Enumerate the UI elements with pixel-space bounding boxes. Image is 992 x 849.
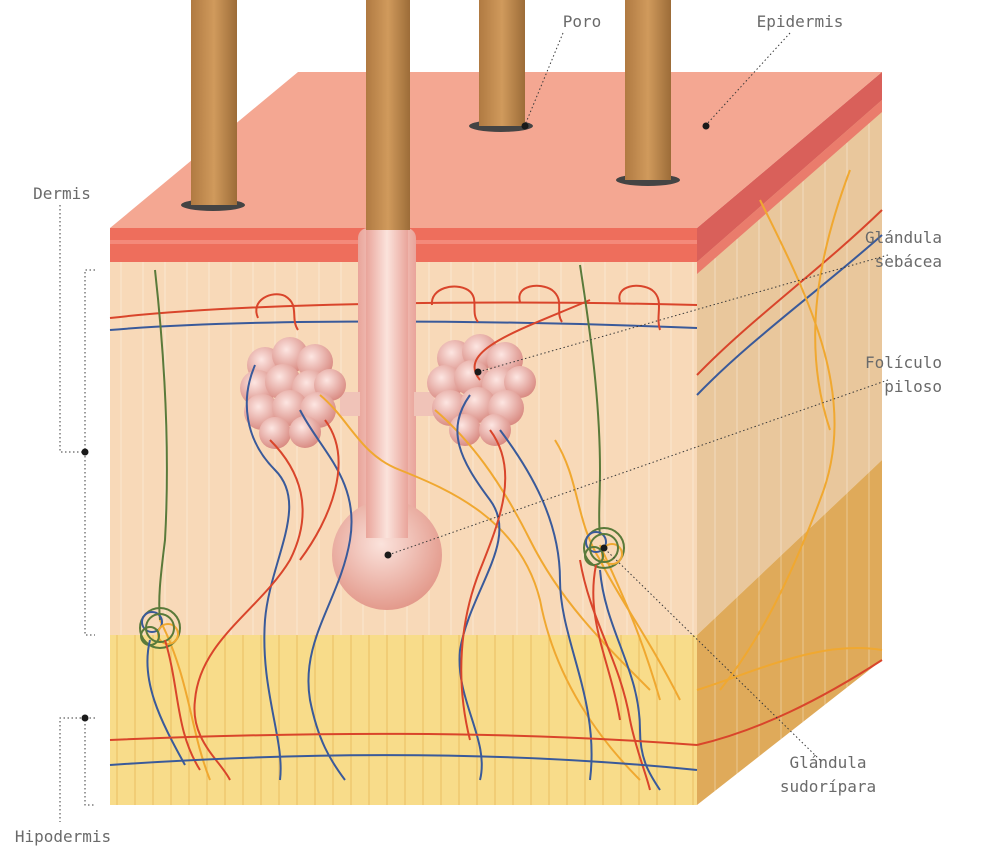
label-epidermis: Epidermis — [757, 12, 844, 31]
label-glandula-sebacea-line2: sebácea — [875, 252, 942, 271]
sweat-gland-left — [140, 608, 180, 648]
label-dermis: Dermis — [33, 184, 91, 203]
label-glandula-sudoripara-line1: Glándula — [789, 753, 866, 772]
label-glandula-sebacea-line1: Glándula — [865, 228, 942, 247]
label-glandula-sudoripara-line2: sudorípara — [780, 777, 876, 796]
label-foliculo-line1: Folículo — [865, 353, 942, 372]
label-poro: Poro — [563, 12, 602, 31]
label-foliculo-line2: piloso — [884, 377, 942, 396]
label-hipodermis: Hipodermis — [15, 827, 111, 846]
